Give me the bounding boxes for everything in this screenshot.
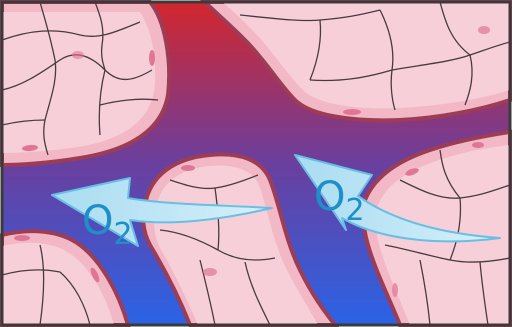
- oxygen-diffusion-diagram: O2 O2: [0, 0, 512, 327]
